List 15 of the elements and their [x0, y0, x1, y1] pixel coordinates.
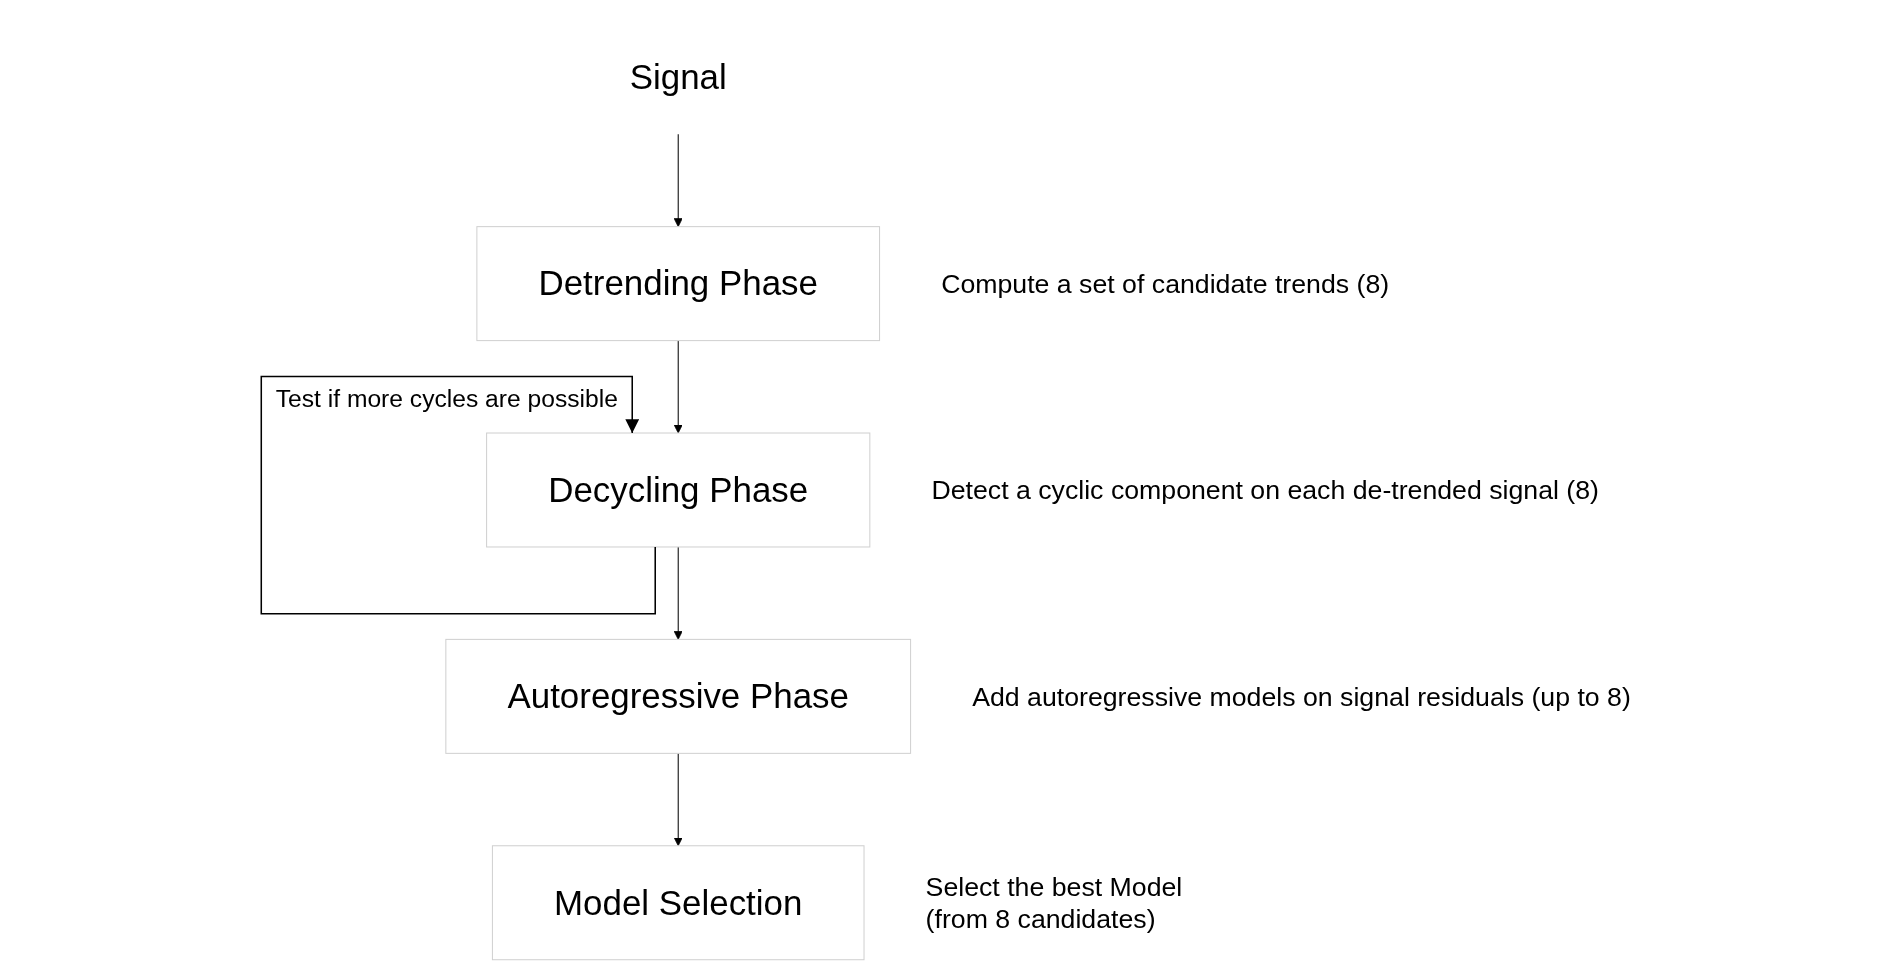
annotation-text: Detect a cyclic component on each de-trended signal (8) [930, 474, 1599, 505]
process-box: Autoregressive Phase [444, 638, 911, 754]
signal-label: Signal [629, 56, 727, 96]
arrow [260, 375, 656, 614]
process-box: Decycling Phase [485, 432, 870, 547]
annotation-text: Compute a set of candidate trends (8) [940, 268, 1389, 299]
arrow [673, 133, 683, 227]
annotation-text: Add autoregressive models on signal residuals (up to 8) [971, 681, 1631, 712]
process-box: Model Selection [491, 844, 865, 960]
arrow [673, 752, 683, 846]
arrow [673, 545, 683, 640]
process-box: Detrending Phase [475, 225, 880, 341]
arrow [673, 339, 683, 433]
edge-label: Test if more cycles are possible [275, 384, 618, 412]
annotation-text: Select the best Model (from 8 candidates) [925, 871, 1182, 934]
